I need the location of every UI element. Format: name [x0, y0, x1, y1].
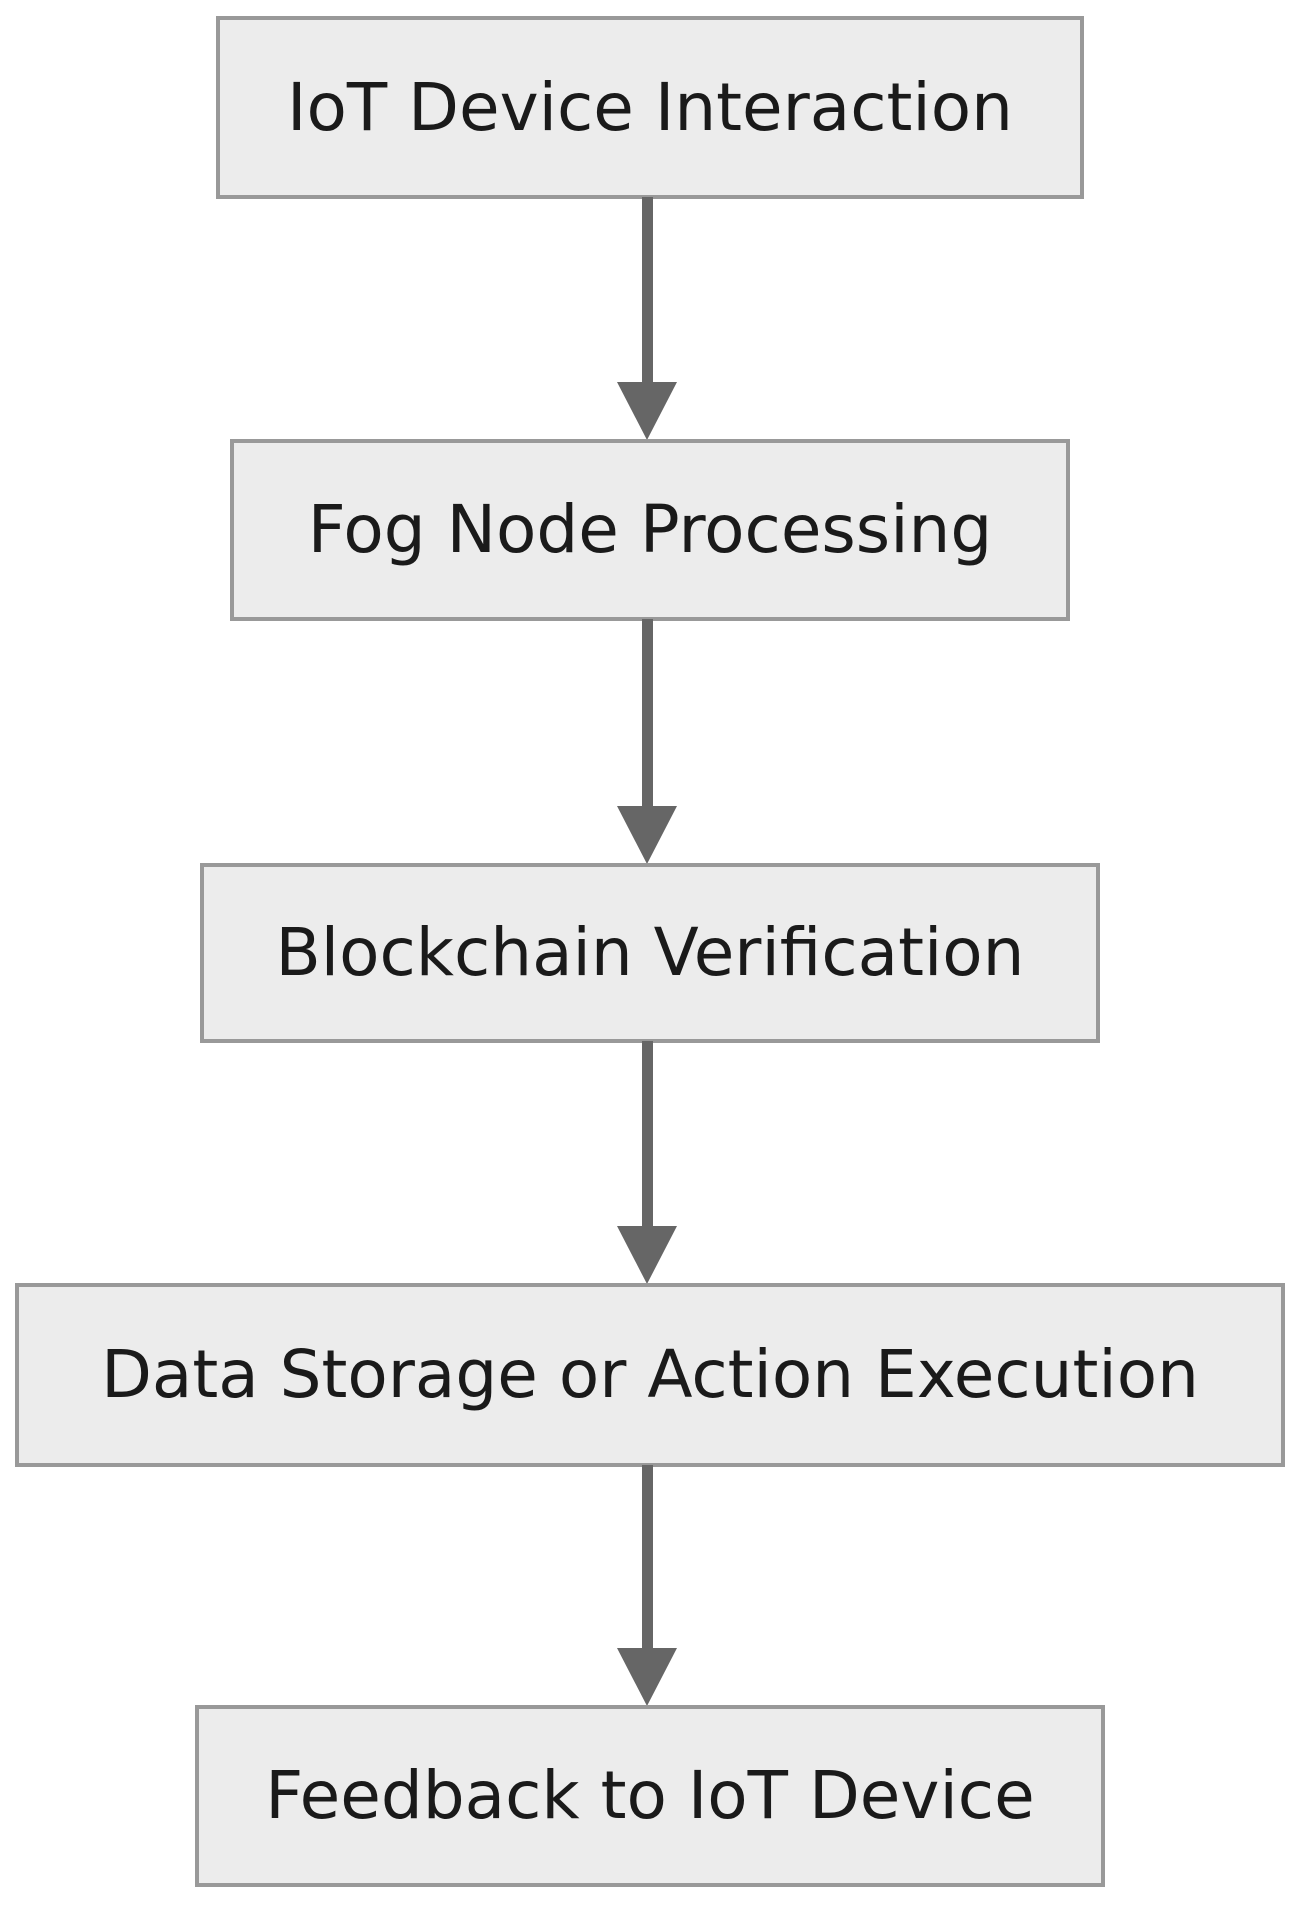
- arrow-line: [642, 619, 653, 811]
- arrow-line: [642, 1465, 653, 1653]
- arrow-line: [642, 197, 653, 387]
- arrowhead-down-icon: [617, 1226, 677, 1284]
- arrowhead-down-icon: [617, 382, 677, 440]
- flowchart-node-fog-node-processing: Fog Node Processing: [230, 439, 1070, 621]
- flowchart-node-iot-device-interaction: IoT Device Interaction: [216, 16, 1084, 199]
- flowchart-node-feedback-to-iot-device: Feedback to IoT Device: [195, 1705, 1105, 1887]
- arrowhead-down-icon: [617, 1648, 677, 1706]
- flowchart-node-blockchain-verification: Blockchain Verification: [200, 863, 1100, 1043]
- arrowhead-down-icon: [617, 806, 677, 864]
- flowchart-node-data-storage-or-action-execution: Data Storage or Action Execution: [15, 1283, 1285, 1467]
- arrow-line: [642, 1041, 653, 1231]
